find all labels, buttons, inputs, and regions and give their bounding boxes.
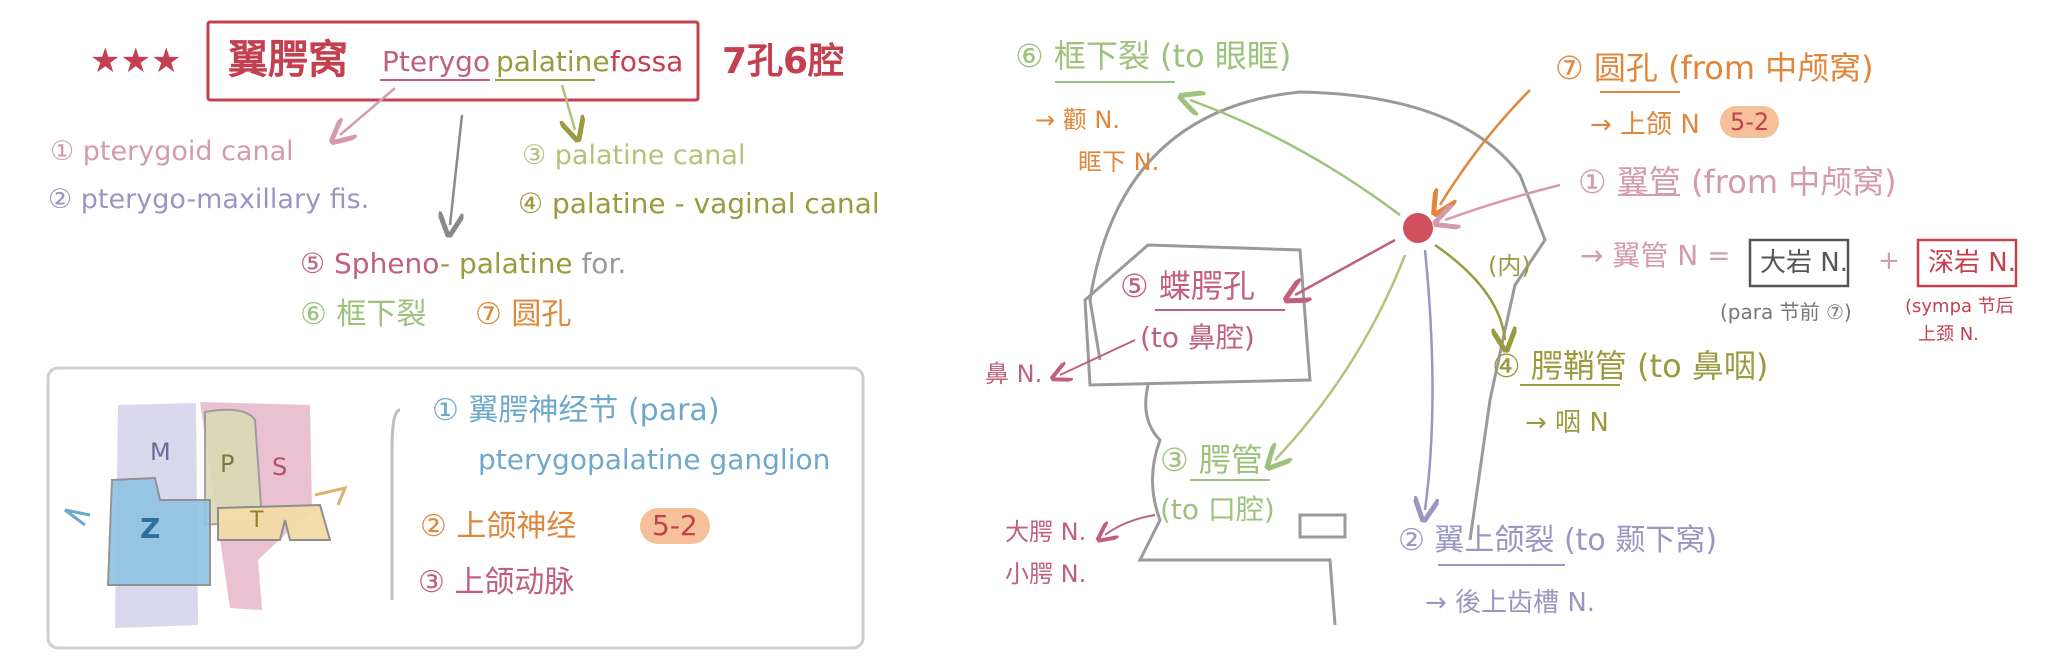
d1-sympa-sub2: 上颈 N. [1918,324,1979,345]
title-en-fossa: fossa [610,45,684,78]
d5-title: ⑤ 蝶腭孔 [1120,267,1255,305]
d7-tag: 5-2 [1720,106,1780,138]
list-item-pterygo-maxillary: ② pterygo-maxillary fis. [48,184,370,215]
arrow-to-2 [1425,249,1433,510]
d3-sub: (to 口腔) [1160,493,1275,526]
content-maxillary-nerve-tag: 5-2 [640,508,710,544]
block-Z [106,476,211,586]
arrow-to-4 [1434,243,1505,340]
content-ganglion-cn: ① 翼腭神经节 (para) [432,393,720,428]
box-greater-petrosal [1748,238,1850,288]
arrow-to-6 [1190,100,1401,217]
d1-equation: → 翼管 N = [1580,239,1731,272]
d1-sympa-sub: (sympa 节后 [1905,296,2014,317]
d5-nasal-nerve: 鼻 N. [985,360,1043,388]
arrow-pterygo [340,87,396,135]
title-chinese: 翼腭窝 [228,37,348,83]
d4-title: ④ 腭鞘管 (to 鼻咽) [1492,347,1769,385]
contents-frame [46,366,865,650]
d5-sub: (to 鼻腔) [1140,321,1255,354]
d4-pharyngeal-nerve: → 咽 N [1525,408,1609,438]
arrow-palatine [562,84,575,130]
content-maxillary-artery: ③ 上颌动脉 [418,565,575,600]
label-Z: Z [140,512,161,545]
title-stars: ★★★ [90,41,182,81]
d6-infraorbital-nerve: 眶下 N. [1078,148,1160,176]
title-summary: 7孔6腔 [722,41,845,82]
d1-para-sub: (para 节前 ⑦) [1720,300,1852,324]
block-P [204,408,264,527]
content-ganglion-en: pterygopalatine ganglion [478,443,831,476]
inner-label: (内) [1488,252,1531,280]
list-item-palatine-canal: ③ palatine canal [522,140,746,171]
list-item-inferior-orbital-fissure: ⑥ 框下裂 [300,297,427,332]
title-en-palatine: palatine [496,45,610,78]
label-S: S [272,453,288,481]
label-M: M [150,438,171,466]
fossa-dot [1403,213,1433,243]
d2-posterior-alveolar: → 後上齿槽 N. [1425,588,1596,618]
d6-zygomatic-nerve: → 颧 N. [1035,106,1120,134]
d1-title: ① 翼管 (from 中颅窝) [1578,163,1897,201]
label-P: P [220,450,235,478]
list-item-foramen-rotundum: ⑦ 圆孔 [475,297,572,332]
d2-title: ② 翼上颌裂 (to 颞下窝) [1398,523,1718,558]
title-frame [206,20,700,102]
title-en-pterygo: Pterygo [382,45,491,78]
arrow-to-5 [1295,238,1396,295]
d1-plus: + [1878,246,1900,276]
d3-title: ③ 腭管 [1160,441,1263,479]
box-deep-petrosal [1916,238,2018,288]
arrow-from-1 [1445,183,1561,220]
d1-deep-petrosal: 深岩 N. [1928,248,2016,278]
arrow-to-3 [1275,254,1407,460]
d7-maxillary-nerve: → 上颌 N [1590,110,1700,140]
nasal-cavity [1083,243,1312,387]
content-maxillary-nerve: ② 上颌神经 [420,509,577,544]
list-item-palatine-vaginal: ④ palatine - vaginal canal [518,187,880,220]
block-T [217,503,332,541]
d7-title: ⑦ 圆孔 (from 中颅窝) [1555,49,1874,87]
arrow-from-7 [1440,89,1531,205]
d3-lesser-palatine: 小腭 N. [1005,560,1087,588]
d1-greater-petrosal: 大岩 N. [1760,248,1848,278]
list-item-pterygoid-canal: ① pterygoid canal [50,136,294,167]
d3-greater-palatine: 大腭 N. [1005,518,1087,546]
d6-title: ⑥ 框下裂 (to 眼眶) [1015,37,1292,75]
list-item-spheno-palatine: ⑤ Spheno- palatine for. [300,247,627,280]
arrow-down-center [450,114,462,225]
skull-outline [1088,90,1547,541]
label-T: T [250,508,264,533]
